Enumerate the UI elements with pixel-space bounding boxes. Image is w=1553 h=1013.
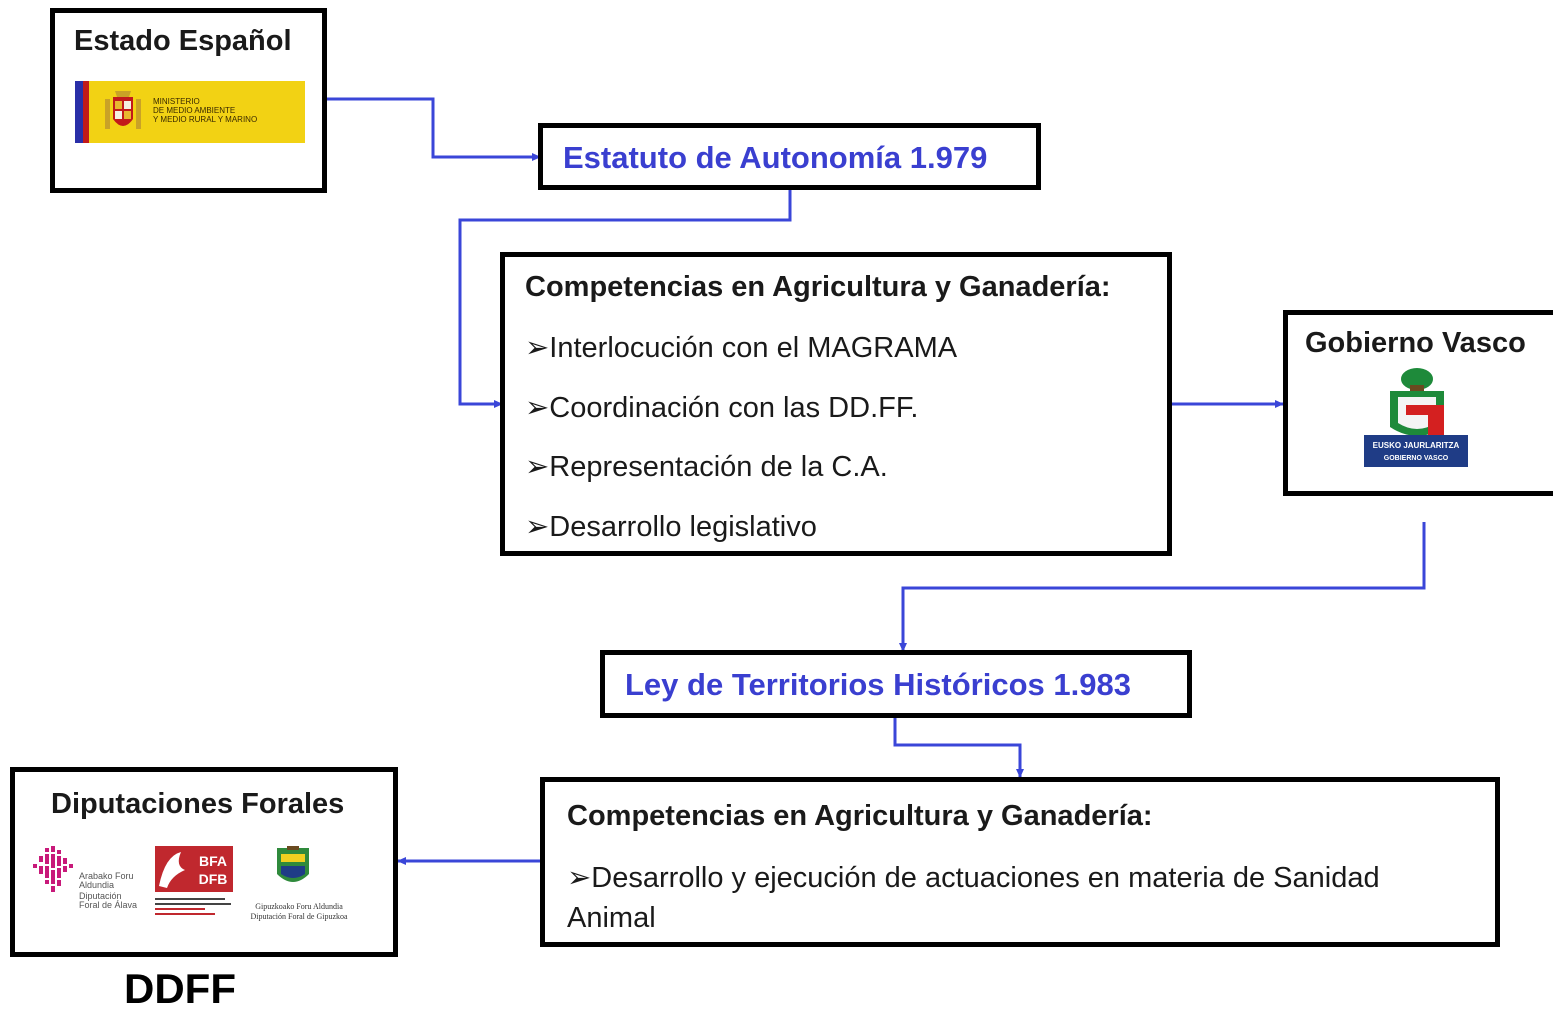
spain-coat-of-arms-icon — [105, 91, 141, 129]
diputaciones-forales-box: Diputaciones Forales Arabako Foru Aldund… — [10, 767, 398, 957]
bizkaia-small-lines — [155, 898, 235, 915]
competencias-ddff-box: Competencias en Agricultura y Ganadería:… — [540, 777, 1500, 947]
basque-coat-of-arms-icon: EUSKO JAURLARITZA GOBIERNO VASCO — [1364, 368, 1468, 467]
alava-text-3: Diputación — [79, 891, 122, 901]
gipuzkoa-logo-icon: Gipuzkoako Foru Aldundia Diputación Fora… — [235, 846, 363, 936]
gobierno-vasco-title: Gobierno Vasco — [1305, 327, 1526, 359]
ministerio-line-2: DE MEDIO AMBIENTE — [153, 106, 236, 115]
gipuzkoa-text-1: Gipuzkoako Foru Aldundia — [255, 902, 343, 911]
ministerio-logo: MINISTERIO DE MEDIO AMBIENTE Y MEDIO RUR… — [75, 81, 305, 143]
ley-territorios-title: Ley de Territorios Históricos 1.983 — [625, 667, 1131, 702]
bizkaia-logo-icon: BFA DFB — [153, 846, 241, 936]
competencias-gv-item: ➢Interlocución con el MAGRAMA — [525, 332, 958, 364]
alava-logo-icon: Arabako Foru Aldundia Diputación Foral d… — [31, 842, 153, 932]
competencias-gv-item: ➢Coordinación con las DD.FF. — [525, 392, 919, 424]
gipuzkoa-shield-icon — [277, 846, 309, 882]
gobierno-vasco-box: Gobierno Vasco EUSKO JAURLARITZA GOBIERN… — [1283, 310, 1553, 496]
alava-pixel-mark-icon — [33, 846, 73, 892]
ddff-label: DDFF — [124, 965, 236, 1012]
ministerio-logo-text: MINISTERIO DE MEDIO AMBIENTE Y MEDIO RUR… — [153, 97, 257, 124]
gipuzkoa-text-2: Diputación Foral de Gipuzkoa — [250, 912, 348, 921]
ministerio-line-3: Y MEDIO RURAL Y MARINO — [153, 115, 258, 124]
spain-flag-stripe — [75, 81, 83, 143]
bfa-text: BFA — [199, 853, 227, 869]
connector-estatuto-to-competencias — [458, 190, 792, 408]
diputaciones-forales-title: Diputaciones Forales — [51, 788, 345, 820]
estado-espanol-title: Estado Español — [74, 25, 292, 57]
ley-territorios-box: Ley de Territorios Históricos 1.983 — [600, 650, 1192, 718]
alava-text-1: Arabako Foru — [79, 871, 134, 881]
bizkaia-mark-icon: BFA DFB — [155, 846, 233, 892]
connector-gobierno-to-ley — [899, 522, 1426, 652]
estatuto-box: Estatuto de Autonomía 1.979 — [538, 123, 1041, 190]
competencias-ddff-title: Competencias en Agricultura y Ganadería: — [567, 800, 1153, 832]
connector-ley-to-competencias-ddff — [893, 717, 1024, 778]
competencias-gv-title: Competencias en Agricultura y Ganadería: — [525, 271, 1111, 303]
dfb-text: DFB — [199, 871, 228, 887]
connector-estado-to-estatuto — [326, 97, 541, 161]
estatuto-title: Estatuto de Autonomía 1.979 — [563, 140, 988, 175]
basque-logo-text-2: GOBIERNO VASCO — [1384, 455, 1449, 462]
competencias-gv-box: Competencias en Agricultura y Ganadería:… — [500, 252, 1172, 556]
alava-text-2: Aldundia — [79, 880, 115, 890]
gipuzkoa-logo-text: Gipuzkoako Foru Aldundia Diputación Fora… — [235, 902, 363, 922]
alava-logo-text: Arabako Foru Aldundia Diputación Foral d… — [79, 872, 137, 910]
estado-espanol-box: Estado Español MINISTERIO DE MEDIO AMBIE… — [50, 8, 327, 193]
alava-text-4: Foral de Álava — [79, 900, 138, 910]
basque-logo-text-1: EUSKO JAURLARITZA — [1373, 441, 1460, 450]
competencias-gv-item: ➢Representación de la C.A. — [525, 451, 888, 483]
spain-flag-stripe-red — [83, 81, 89, 143]
ministerio-line-1: MINISTERIO — [153, 97, 200, 106]
competencias-gv-item: ➢Desarrollo legislativo — [525, 511, 817, 543]
competencias-ddff-item: ➢Desarrollo y ejecución de actuaciones e… — [567, 862, 1380, 934]
